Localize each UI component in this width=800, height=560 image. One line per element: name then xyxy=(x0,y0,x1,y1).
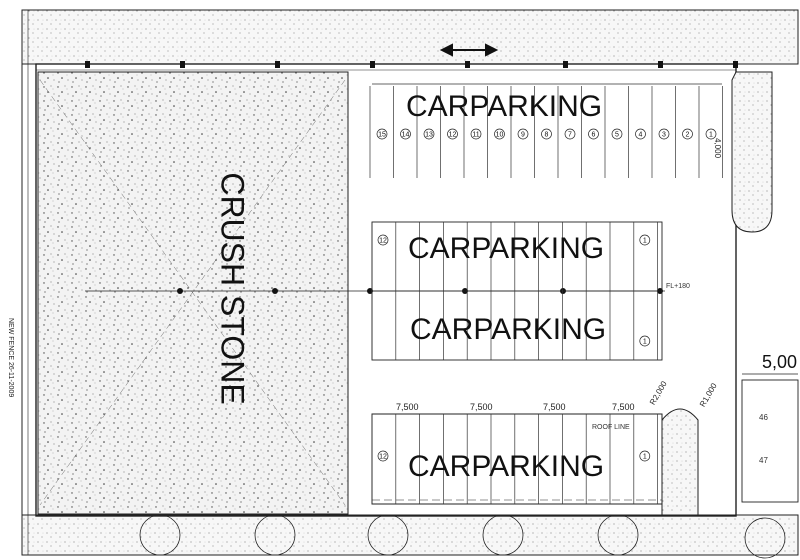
gate-arrow xyxy=(439,43,499,57)
bay-width-2: 7,500 xyxy=(470,402,493,412)
crush-stone-diagonals xyxy=(39,79,346,506)
svg-text:12: 12 xyxy=(379,238,387,245)
bay-width-3: 7,500 xyxy=(543,402,566,412)
svg-text:1: 1 xyxy=(643,238,647,245)
site-outline xyxy=(35,63,737,517)
stall-number-row4: 12 xyxy=(377,450,389,462)
stall-number-row3: 1 xyxy=(639,335,651,347)
stall-number-row1: 1 xyxy=(705,128,717,140)
stall-number-row2: 1 xyxy=(639,234,651,246)
svg-text:13: 13 xyxy=(425,132,433,139)
svg-text:6: 6 xyxy=(592,132,596,139)
stall-number-row1: 10 xyxy=(494,128,505,140)
stall-number-row1: 9 xyxy=(517,128,529,140)
stall-number-row2: 12 xyxy=(377,234,389,246)
right-structure xyxy=(741,379,799,503)
svg-text:12: 12 xyxy=(449,132,457,139)
svg-text:12: 12 xyxy=(379,454,387,461)
svg-text:1: 1 xyxy=(643,454,647,461)
stall-number-row1: 14 xyxy=(400,128,411,140)
bay-width-4: 7,500 xyxy=(612,402,635,412)
carparking-label-4: CARPARKING xyxy=(408,450,605,483)
svg-text:10: 10 xyxy=(496,132,504,139)
svg-text:14: 14 xyxy=(402,132,410,139)
roof-line-label: ROOF LINE xyxy=(592,424,630,431)
stall-number-row1: 15 xyxy=(376,128,388,140)
bay-width-1: 7,500 xyxy=(396,402,419,412)
right-marker-2: 47 xyxy=(759,456,768,465)
lower-island xyxy=(661,408,699,516)
svg-text:7: 7 xyxy=(568,132,572,139)
island-width-dimension: 4,000 xyxy=(713,138,722,159)
level-label: FL+180 xyxy=(666,283,690,290)
stall-number-row1: 12 xyxy=(447,128,458,140)
svg-text:11: 11 xyxy=(472,132,479,139)
fence-note: NEW FENCE 26-11-2009 xyxy=(7,318,14,398)
crush-stone-label: CRUSH STONE xyxy=(214,172,251,405)
stall-number-row1: 11 xyxy=(470,128,482,140)
stall-number-row1: 2 xyxy=(682,128,693,140)
right-marker-1: 46 xyxy=(759,413,768,422)
carparking-label-1: CARPARKING xyxy=(406,90,603,123)
svg-text:2: 2 xyxy=(686,132,690,139)
carparking-label-3: CARPARKING xyxy=(410,313,607,346)
svg-text:1: 1 xyxy=(709,132,713,139)
svg-text:4: 4 xyxy=(639,132,643,139)
top-border-strip xyxy=(21,9,799,65)
stall-lines xyxy=(369,86,723,504)
svg-text:15: 15 xyxy=(378,132,386,139)
svg-text:1: 1 xyxy=(643,339,647,346)
svg-text:3: 3 xyxy=(662,132,666,139)
stall-number-row1: 4 xyxy=(635,128,646,140)
stall-number-row4: 1 xyxy=(639,450,651,462)
svg-text:5: 5 xyxy=(615,132,619,139)
right-edge-dimension: 5,00 xyxy=(762,352,798,372)
trees xyxy=(139,514,786,559)
carparking-label-2: CARPARKING xyxy=(408,232,605,265)
bottom-border-strip xyxy=(21,514,799,556)
right-island xyxy=(731,71,773,233)
svg-text:9: 9 xyxy=(521,132,525,139)
stall-number-row1: 5 xyxy=(611,128,623,140)
stall-number-row1: 3 xyxy=(658,128,670,140)
svg-text:8: 8 xyxy=(545,132,549,139)
stall-number-row1: 7 xyxy=(564,128,576,140)
crush-stone-label-wrap: CRUSH STONE xyxy=(215,132,251,432)
stall-number-row1: 13 xyxy=(423,128,435,140)
stall-number-row1: 6 xyxy=(588,128,599,140)
stall-number-row1: 8 xyxy=(541,128,552,140)
